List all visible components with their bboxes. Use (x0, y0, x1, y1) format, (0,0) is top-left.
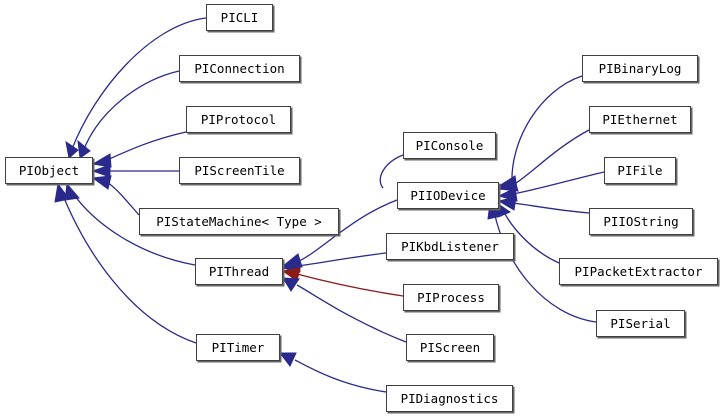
arrowhead-piprocess (281, 267, 301, 282)
class-node-pipacketextractor[interactable]: PIPacketExtractor (559, 258, 718, 285)
edge-piscreen-to-pithread (296, 284, 407, 343)
edge-pitimer-to-piobject (61, 192, 197, 344)
arrowhead-pistatemachine (91, 175, 112, 190)
class-node-pitimer[interactable]: PITimer (196, 334, 280, 361)
edge-piconnection-to-piobject (83, 70, 180, 150)
arrowhead-pipacketextractor (496, 201, 512, 218)
arrowhead-piethernet (497, 177, 519, 192)
edge-pidiagnostics-to-pitimer (294, 359, 387, 393)
class-node-piobject[interactable]: PIObject (5, 157, 93, 184)
class-node-pibinarylog[interactable]: PIBinaryLog (582, 55, 698, 82)
class-node-piconnection[interactable]: PIConnection (179, 55, 300, 82)
class-node-pifile[interactable]: PIFile (604, 157, 676, 184)
class-node-piscreen[interactable]: PIScreen (406, 334, 494, 361)
arrowhead-pidiagnostics (278, 352, 297, 367)
arrowhead-piconnection (77, 139, 91, 159)
arrowhead-piscreen (282, 277, 300, 292)
class-node-pistatemachine[interactable]: PIStateMachine< Type > (139, 208, 339, 235)
edge-pibinarylog-to-piiodevice (511, 75, 583, 185)
class-node-piprocess[interactable]: PIProcess (403, 284, 499, 311)
edge-piethernet-to-piiodevice (512, 129, 590, 186)
class-node-pithread[interactable]: PIThread (195, 258, 283, 285)
class-node-pidiagnostics[interactable]: PIDiagnostics (386, 385, 513, 412)
edge-piconsole-to-piiodevice (379, 154, 404, 189)
edge-pifile-to-piiodevice (512, 171, 605, 195)
arrowhead-piprotocol (91, 153, 112, 168)
arrowhead-piscreentile (91, 164, 111, 178)
class-node-piserial[interactable]: PISerial (596, 310, 685, 337)
arrowhead-pitimer (54, 182, 70, 203)
edges-to-piiodevice (379, 75, 605, 323)
class-node-pikbdlistener[interactable]: PIKbdListener (386, 233, 514, 260)
edges-to-pitimer (278, 352, 387, 393)
arrowhead-piiostring (497, 196, 517, 211)
class-node-piprotocol[interactable]: PIProtocol (186, 106, 291, 133)
edge-piiostring-to-piiodevice (512, 202, 590, 214)
arrowhead-picli (65, 140, 79, 159)
edge-picli-to-piobject (71, 17, 207, 150)
edge-piprotocol-to-piobject (106, 131, 187, 161)
class-node-piiodevice[interactable]: PIIODevice (397, 182, 499, 209)
class-node-piethernet[interactable]: PIEthernet (589, 106, 691, 133)
class-node-piconsole[interactable]: PIConsole (403, 132, 496, 159)
class-node-piiostring[interactable]: PIIOString (589, 208, 693, 235)
edges-to-piobject (54, 17, 207, 344)
class-node-picli[interactable]: PICLI (206, 4, 273, 31)
arrowhead-pithread (64, 182, 80, 201)
class-node-piscreentile[interactable]: PIScreenTile (179, 157, 300, 184)
edge-pithread-to-piobject (71, 191, 196, 266)
edge-pistatemachine-to-piobject (106, 181, 140, 216)
edge-pikbdlistener-to-pithread (296, 252, 387, 267)
edge-piprocess-to-pithread (296, 273, 404, 297)
edge-piserial-to-piiodevice (493, 210, 597, 323)
